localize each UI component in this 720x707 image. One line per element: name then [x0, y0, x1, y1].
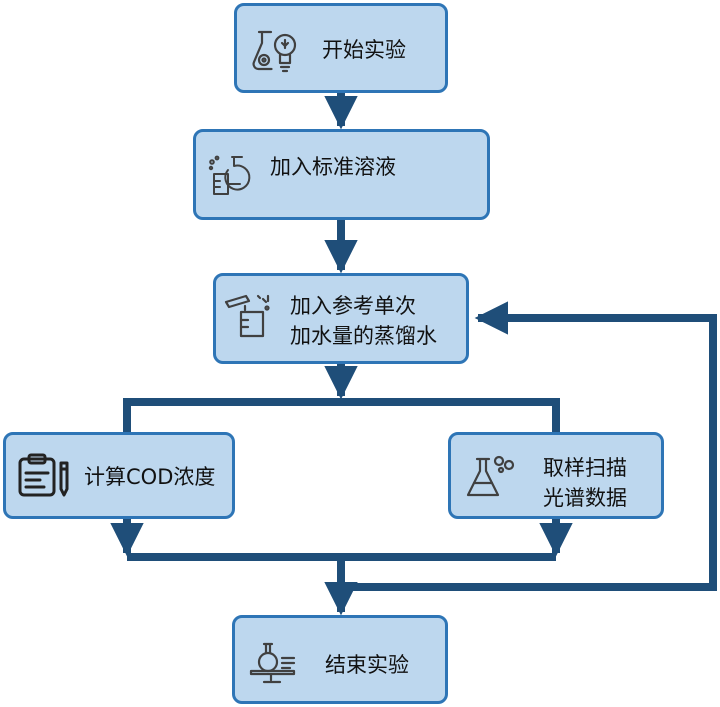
- node-label: 开始实验: [322, 38, 406, 62]
- split-bar: [123, 398, 560, 432]
- node-label-line1: 加入参考单次: [290, 294, 416, 318]
- loop-back-line: [341, 301, 717, 591]
- node-add-reference-water[interactable]: 加入参考单次 加水量的蒸馏水: [213, 273, 469, 364]
- flask-lightbulb-icon: [249, 28, 301, 80]
- erlenmeyer-flask-icon: [465, 453, 519, 505]
- node-end-experiment[interactable]: 结束实验: [232, 615, 448, 704]
- node-label-line2: 光谱数据: [543, 486, 627, 510]
- node-label-line2: 加水量的蒸馏水: [290, 324, 437, 348]
- lab-glassware-icon: [206, 154, 252, 204]
- clipboard-pen-icon: [17, 453, 71, 503]
- microscope-computer-icon: [248, 640, 300, 690]
- node-label-line1: 取样扫描: [543, 456, 627, 480]
- node-sample-scan[interactable]: 取样扫描 光谱数据: [448, 432, 664, 519]
- node-label: 加入标准溶液: [270, 155, 396, 179]
- node-add-standard-solution[interactable]: 加入标准溶液: [193, 129, 490, 220]
- node-calculate-cod[interactable]: 计算COD浓度: [3, 432, 235, 519]
- node-start-experiment[interactable]: 开始实验: [234, 3, 448, 93]
- node-label: 结束实验: [325, 653, 409, 677]
- node-label: 计算COD浓度: [84, 465, 216, 489]
- beaker-pour-icon: [223, 292, 275, 346]
